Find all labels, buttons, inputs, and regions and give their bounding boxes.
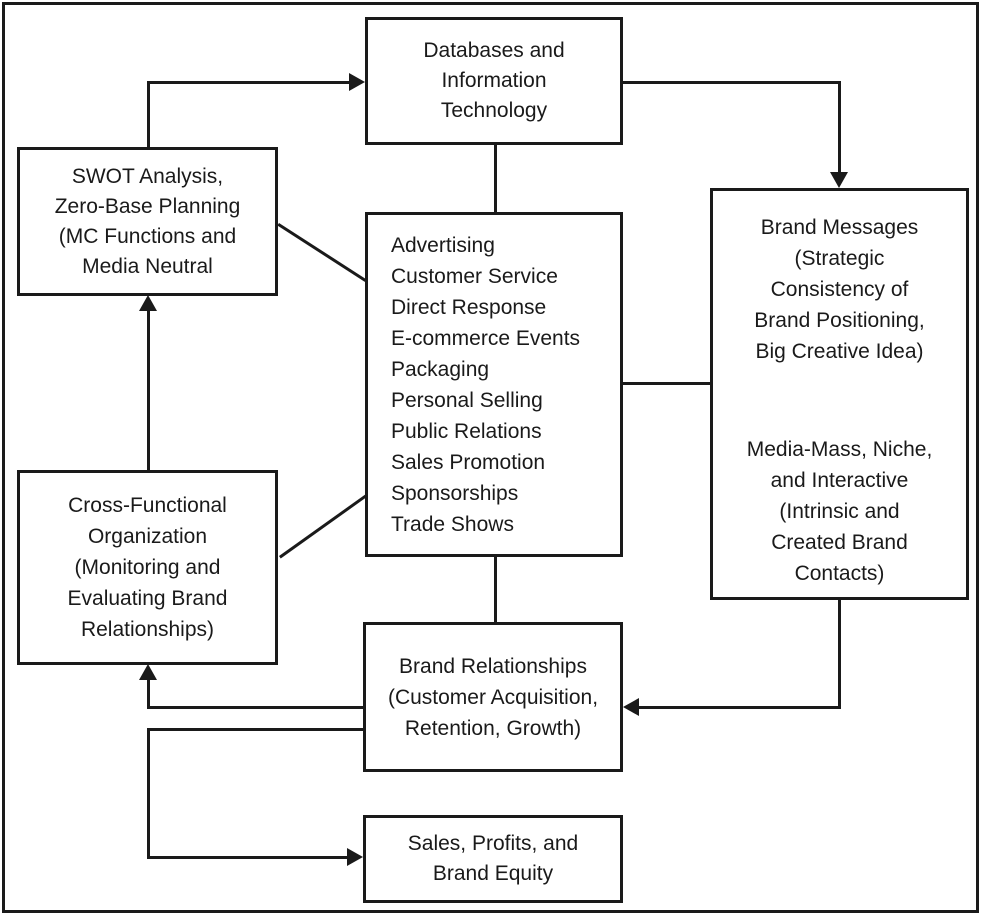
list-item: Sales Promotion [391, 450, 546, 474]
connector-functions-brand-relationships [494, 557, 497, 622]
connector-relationships-to-sales-bottom [147, 856, 348, 859]
box-databases-information-technology: Databases and Information Technology [365, 17, 623, 145]
box-brand-messages-media: Brand Messages (Strategic Consistency of… [710, 188, 969, 600]
box-swot-label: SWOT Analysis, Zero-Base Planning (MC Fu… [54, 164, 241, 278]
box-brand-relationships: Brand Relationships (Customer Acquisitio… [363, 622, 623, 772]
connector-brand-messages-to-relationships-horizontal [638, 706, 841, 709]
list-item: E-commerce Events [391, 326, 581, 350]
connector-brand-messages-to-relationships-vertical [838, 600, 841, 709]
arrowhead-into-brand-relationships-icon [623, 698, 639, 716]
connector-databases-to-brand-messages-vertical [838, 81, 841, 173]
connector-relationships-to-sales-vertical [147, 728, 150, 859]
connector-databases-to-brand-messages-horizontal [623, 81, 841, 84]
box-cross-functional-organization: Cross-Functional Organization (Monitorin… [17, 470, 278, 665]
connector-swot-to-databases-vertical [147, 81, 150, 150]
connector-relationships-to-sales-top [147, 728, 363, 731]
list-item: Trade Shows [391, 512, 514, 536]
list-item: Public Relations [391, 419, 542, 443]
box-swot-zero-base-planning: SWOT Analysis, Zero-Base Planning (MC Fu… [17, 147, 278, 296]
connector-databases-functions [494, 145, 497, 212]
arrowhead-into-cross-functional-icon [139, 664, 157, 680]
list-item: Customer Service [391, 264, 558, 288]
cross-functional-label: Cross-Functional Organization (Monitorin… [67, 494, 228, 641]
connector-relationships-to-cross-functional-vertical [147, 679, 150, 709]
list-item: Sponsorships [391, 481, 519, 505]
list-item: Direct Response [391, 295, 547, 319]
brand-relationships-label: Brand Relationships (Customer Acquisitio… [387, 654, 599, 740]
connector-functions-brand-messages [623, 382, 710, 385]
brand-messages-top-label: Brand Messages (Strategic Consistency of… [754, 216, 925, 363]
connector-swot-to-databases-horizontal [147, 81, 350, 84]
box-databases-label: Databases and Information Technology [423, 39, 565, 122]
list-item: Packaging [391, 357, 490, 381]
arrowhead-into-databases-icon [349, 73, 365, 91]
connector-cross-functional-to-swot-vertical [147, 310, 150, 470]
connector-relationships-to-cross-functional-horizontal [147, 706, 363, 709]
arrowhead-into-sales-icon [347, 848, 363, 866]
sales-label: Sales, Profits, and Brand Equity [407, 832, 579, 885]
arrowhead-into-brand-messages-icon [830, 172, 848, 188]
brand-messages-bottom-label: Media-Mass, Niche, and Interactive (Intr… [746, 438, 933, 585]
list-item: Personal Selling [391, 388, 543, 412]
box-sales-profits-brand-equity: Sales, Profits, and Brand Equity [363, 815, 623, 903]
list-item: Advertising [391, 233, 495, 257]
arrowhead-into-swot-icon [139, 295, 157, 311]
